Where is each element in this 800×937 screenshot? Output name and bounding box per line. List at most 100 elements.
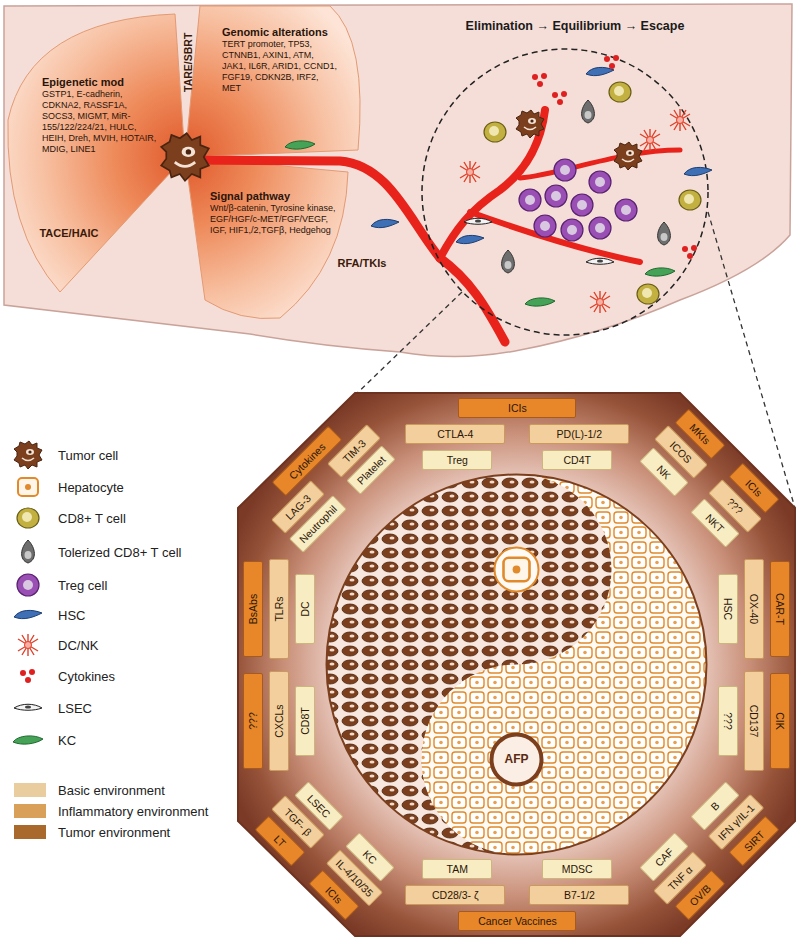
legend-icon bbox=[14, 704, 42, 710]
immune-factor-box: HSC bbox=[718, 574, 738, 644]
cytokine-dots bbox=[604, 55, 619, 69]
legend-row: Inflammatory environment bbox=[12, 802, 212, 820]
legend-text: Treg cell bbox=[58, 577, 107, 595]
lsec-cell bbox=[464, 218, 492, 224]
hsc-cell bbox=[456, 235, 484, 243]
immune-factor-box: TLRs bbox=[269, 559, 289, 659]
factor-name: ??? bbox=[722, 693, 734, 749]
immune-factor-box: BsAbs bbox=[243, 561, 263, 657]
treg-cell bbox=[589, 217, 611, 239]
hsc-cell bbox=[371, 219, 399, 227]
sector-text: Signal pathwayWnt/β-catenin, Tyrosine ki… bbox=[210, 190, 336, 236]
immune-factor-box: ??? bbox=[718, 686, 738, 756]
factor-name: CTLA-4 bbox=[412, 428, 498, 440]
factor-name: B7-1/2 bbox=[536, 889, 622, 901]
tumor-half bbox=[327, 475, 612, 855]
immune-factor-box: CIK bbox=[770, 673, 790, 769]
cytokine-dots bbox=[552, 91, 567, 105]
legend-icon bbox=[14, 610, 42, 618]
sector-heading: Epigenetic mod bbox=[42, 76, 160, 89]
legend-row: Tumor environment bbox=[12, 823, 212, 841]
sector-body: TERT promoter, TP53, CTNNB1, AXIN1, ATM,… bbox=[222, 39, 340, 94]
sector-body: Wnt/β-catenin, Tyrosine kinase, EGF/HGF/… bbox=[210, 203, 336, 236]
sector-outline bbox=[8, 14, 185, 292]
legend-row: CD8+ T cell bbox=[12, 509, 212, 527]
legend-icon bbox=[13, 736, 43, 744]
legend-text: Inflammatory environment bbox=[58, 803, 208, 821]
treg-cell bbox=[554, 159, 576, 181]
factor-name: MDSC bbox=[549, 863, 605, 875]
zoom-circle bbox=[422, 49, 708, 335]
dcnk-cell bbox=[670, 109, 690, 131]
octagon-panel bbox=[238, 393, 795, 936]
legend-text: Tolerized CD8+ T cell bbox=[58, 544, 181, 562]
cd8-cell bbox=[637, 284, 659, 304]
hsc-cell bbox=[684, 167, 712, 175]
kc-cell bbox=[285, 141, 315, 149]
tolerized-cell bbox=[582, 100, 595, 123]
legend-row: Treg cell bbox=[12, 576, 212, 594]
legend-text: Basic environment bbox=[58, 782, 165, 800]
immune-factor-box: B7-1/2 bbox=[529, 885, 629, 905]
legend-icon bbox=[14, 441, 42, 469]
factor-name: TAM bbox=[429, 863, 485, 875]
legend-icon bbox=[22, 540, 35, 563]
treg-cell bbox=[534, 215, 556, 237]
cytokine-dots bbox=[682, 245, 697, 259]
marker-label: AFP bbox=[505, 752, 529, 766]
legend-icon bbox=[17, 574, 39, 596]
immune-factor-box: Treg bbox=[422, 450, 492, 470]
sector-text: Epigenetic modGSTP1, E-cadherin, CDKNA2,… bbox=[42, 76, 160, 155]
cd8-cell bbox=[484, 122, 506, 142]
immune-factor-box: CD137 bbox=[744, 671, 764, 771]
sector-heading: Signal pathway bbox=[210, 190, 336, 203]
factor-name: OX-40 bbox=[748, 566, 760, 652]
hepatocyte-half bbox=[327, 475, 707, 855]
tumor-head bbox=[492, 735, 542, 785]
vessel bbox=[440, 110, 545, 258]
sector-outline bbox=[185, 157, 348, 319]
treg-cell bbox=[561, 219, 583, 241]
legend-row: Hepatocyte bbox=[12, 478, 212, 496]
sector-body: GSTP1, E-cadherin, CDKNA2, RASSF1A, SOCS… bbox=[42, 89, 160, 155]
cd8-cell bbox=[609, 82, 631, 102]
legend-row: Basic environment bbox=[12, 781, 212, 799]
legend-text: Hepatocyte bbox=[58, 479, 124, 497]
immune-factor-box: TAM bbox=[422, 859, 492, 879]
immune-factor-box: CD28/3- ζ bbox=[405, 885, 505, 905]
vessel bbox=[470, 212, 640, 262]
legend-text: Tumor cell bbox=[58, 447, 118, 465]
immune-factor-box: CD8T bbox=[295, 686, 315, 756]
factor-name: CD28/3- ζ bbox=[412, 889, 498, 901]
factor-name: BsAbs bbox=[247, 568, 259, 650]
treatment-label: RFA/TKIs bbox=[338, 257, 387, 270]
pathway-sector: Genomic alterationsTERT promoter, TP53, … bbox=[180, 2, 370, 164]
hepatocyte-head bbox=[495, 548, 539, 592]
legend-swatch bbox=[14, 825, 46, 839]
legend-icon bbox=[20, 669, 35, 683]
legend-text: DC/NK bbox=[58, 637, 98, 655]
pathway-sector: Epigenetic modGSTP1, E-cadherin, CDKNA2,… bbox=[4, 10, 188, 296]
immune-factor-box: ??? bbox=[243, 673, 263, 769]
sector-heading: Genomic alterations bbox=[222, 26, 340, 39]
kc-cell bbox=[645, 268, 675, 276]
vessel bbox=[192, 160, 440, 258]
tumor-cell bbox=[614, 142, 642, 170]
factor-name: CXCLs bbox=[273, 678, 285, 764]
sector-outline bbox=[185, 6, 360, 157]
sector-shape bbox=[182, 154, 352, 326]
immune-factor-box: ICIs bbox=[458, 398, 576, 418]
tolerized-cell bbox=[658, 222, 671, 245]
tumor-cell bbox=[516, 110, 544, 138]
dcnk-cell bbox=[640, 129, 660, 151]
legend-row: HSC bbox=[12, 606, 212, 624]
legend-text: HSC bbox=[58, 607, 85, 625]
treatment-label: TARE/SBRT bbox=[182, 32, 195, 91]
factor-name: CAR-T bbox=[774, 568, 786, 650]
legend-swatch bbox=[14, 804, 46, 818]
immune-factor-box: OX-40 bbox=[744, 559, 764, 659]
factor-name: CD4T bbox=[549, 454, 605, 466]
hsc-cell bbox=[586, 67, 614, 75]
legend-text: Tumor environment bbox=[58, 824, 170, 842]
